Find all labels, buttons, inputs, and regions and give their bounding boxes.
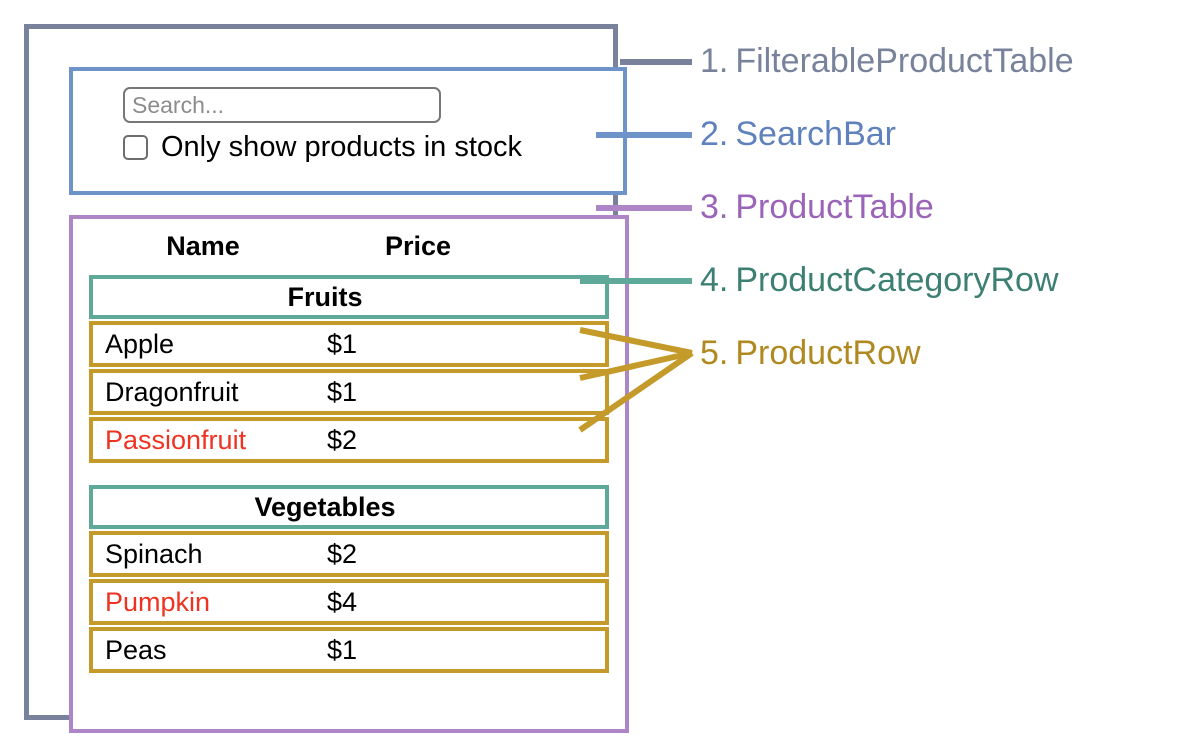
product-name: Spinach: [105, 538, 203, 569]
product-price: $1: [327, 376, 358, 407]
annotation-label-product-row: 5.ProductRow: [700, 336, 921, 370]
annotation-label-search-bar: 2.SearchBar: [700, 117, 896, 151]
filterable-product-table-container: Only show products in stock Name Price F…: [24, 24, 629, 733]
column-header-name: Name: [166, 230, 240, 261]
product-row: Pumpkin $4: [89, 579, 609, 625]
product-category-row: Fruits: [89, 275, 609, 319]
product-row: Spinach $2: [89, 531, 609, 577]
product-table-header: Name Price: [73, 223, 625, 269]
in-stock-filter-row[interactable]: Only show products in stock: [123, 133, 522, 162]
annotation-text: ProductTable: [735, 188, 934, 226]
annotation-number: 4.: [700, 261, 729, 299]
annotation-number: 1.: [700, 42, 729, 80]
annotation-text: ProductRow: [735, 334, 921, 372]
product-row: Peas $1: [89, 627, 609, 673]
product-table-body: Fruits Apple $1 Dragonfruit $1 Passionfr…: [89, 275, 609, 675]
product-row: Apple $1: [89, 321, 609, 367]
annotation-number: 5.: [700, 334, 729, 372]
annotation-number: 3.: [700, 188, 729, 226]
in-stock-checkbox-label: Only show products in stock: [161, 131, 523, 163]
product-name: Passionfruit: [105, 424, 247, 455]
product-price: $1: [327, 328, 358, 359]
annotation-number: 2.: [700, 115, 729, 153]
annotation-label-filterable-product-table: 1.FilterableProductTable: [700, 44, 1074, 78]
product-category-row: Vegetables: [89, 485, 609, 529]
in-stock-checkbox[interactable]: [123, 135, 148, 160]
product-row: Passionfruit $2: [89, 417, 609, 463]
annotation-text: SearchBar: [735, 115, 896, 153]
product-name: Peas: [105, 634, 167, 665]
category-label: Vegetables: [254, 491, 396, 522]
section-spacer: [89, 465, 609, 485]
annotation-text: ProductCategoryRow: [735, 261, 1059, 299]
column-header-price: Price: [384, 230, 452, 261]
product-name: Dragonfruit: [105, 376, 239, 407]
annotation-label-product-table: 3.ProductTable: [700, 190, 934, 224]
product-price: $2: [327, 424, 358, 455]
annotation-text: FilterableProductTable: [735, 42, 1074, 80]
product-price: $1: [327, 634, 358, 665]
product-table-container: Name Price Fruits Apple $1 Dragonfruit $…: [69, 215, 629, 733]
product-name: Pumpkin: [105, 586, 211, 617]
annotation-label-product-category-row: 4.ProductCategoryRow: [700, 263, 1059, 297]
product-row: Dragonfruit $1: [89, 369, 609, 415]
search-input[interactable]: [123, 87, 441, 123]
product-price: $2: [327, 538, 358, 569]
search-bar-container: Only show products in stock: [69, 67, 627, 195]
product-name: Apple: [105, 328, 175, 359]
category-label: Fruits: [287, 281, 363, 312]
product-price: $4: [327, 586, 358, 617]
